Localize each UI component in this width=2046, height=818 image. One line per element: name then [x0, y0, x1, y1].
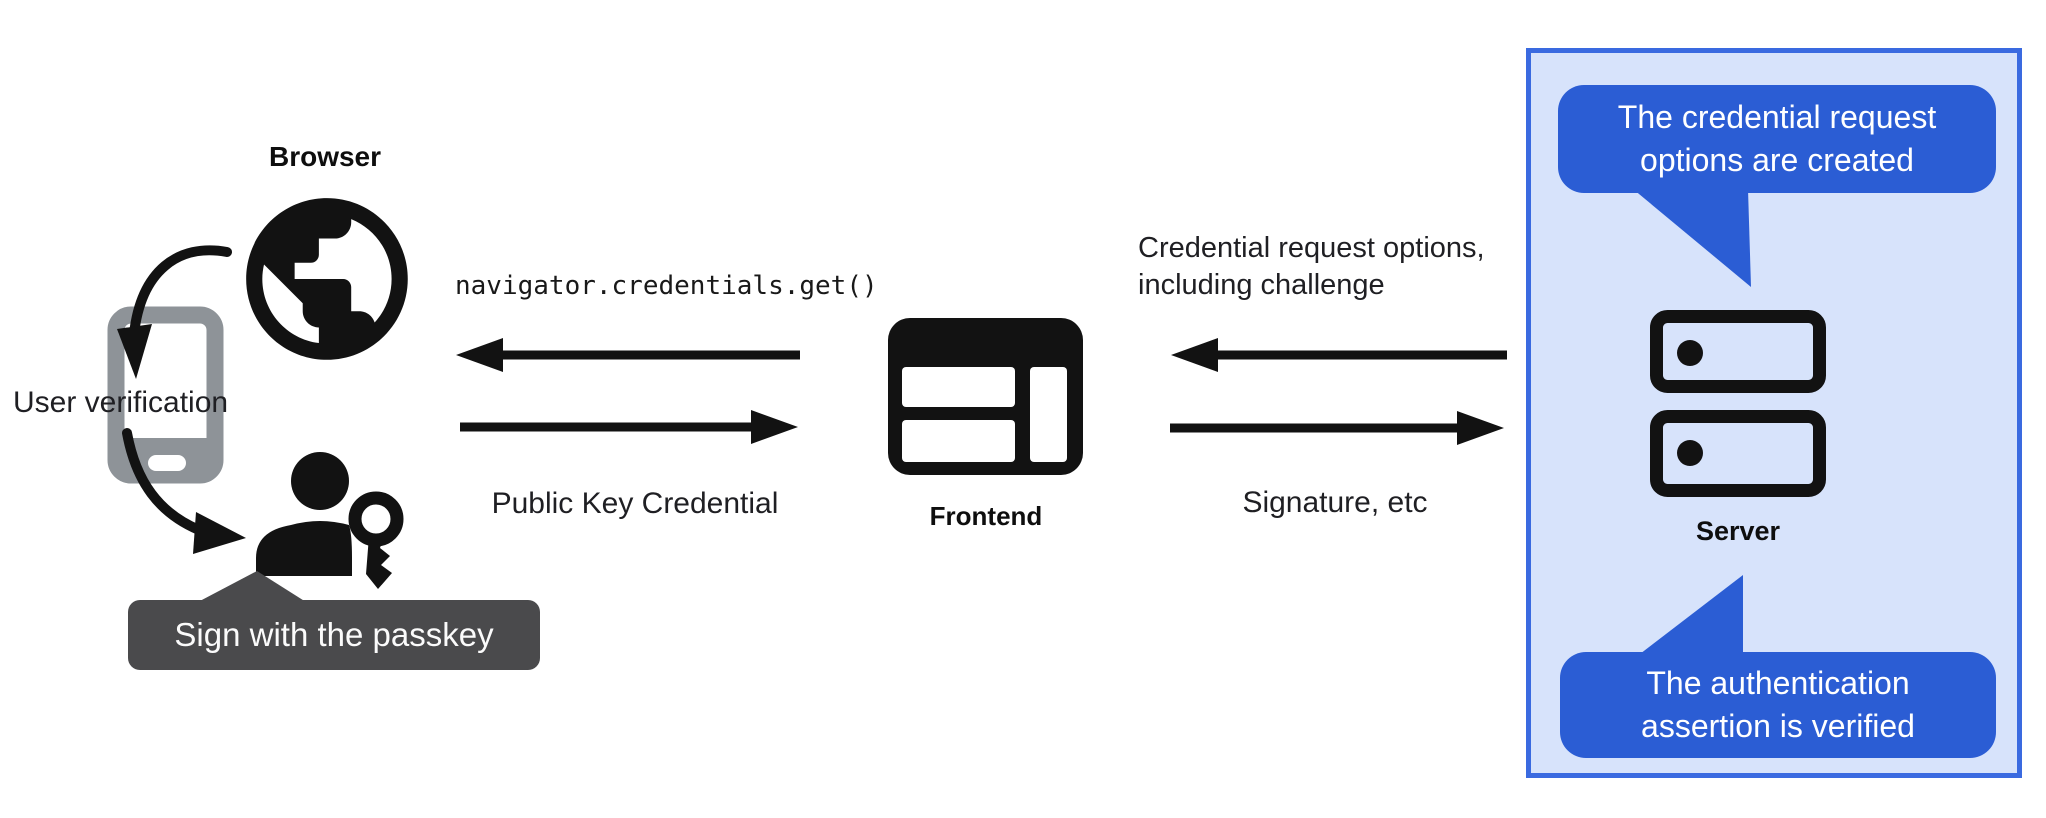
- frontend-label: Frontend: [929, 501, 1043, 531]
- server-label: Server: [1695, 516, 1781, 546]
- sign-with-passkey-text: Sign with the passkey: [174, 616, 494, 653]
- browser-label: Browser: [268, 141, 382, 172]
- curved-arrow-phone-to-user: [122, 428, 246, 554]
- public-key-credential-label: Public Key Credential: [491, 487, 779, 520]
- sign-with-passkey-tooltip: Sign with the passkey: [128, 600, 540, 670]
- credential-options-created-callout: The credential request options are creat…: [1558, 85, 1996, 193]
- assertion-verified-text: The authentication assertion is verified: [1641, 665, 1915, 744]
- curved-arrow-browser-to-phone: [117, 245, 232, 379]
- person-with-passkey-icon: [256, 452, 404, 589]
- arrow-browser-to-frontend: [460, 410, 798, 444]
- api-call-label: navigator.credentials.get(): [455, 271, 878, 301]
- assertion-verified-callout: The authentication assertion is verified: [1560, 652, 1996, 758]
- top-callout-tail: [1633, 189, 1751, 287]
- globe-icon: [246, 198, 408, 360]
- credential-request-options-label: Credential request options, including ch…: [1138, 232, 1485, 301]
- arrow-frontend-to-server: [1170, 411, 1504, 445]
- signature-etc-label: Signature, etc: [1242, 486, 1428, 519]
- tooltip-pointer: [198, 571, 306, 602]
- arrow-frontend-to-browser: [456, 338, 800, 372]
- credential-options-created-text: The credential request options are creat…: [1617, 99, 1937, 178]
- server-stack-icon: [1650, 310, 1826, 497]
- user-verification-label: User verification: [13, 386, 229, 419]
- bottom-callout-tail: [1636, 575, 1743, 657]
- arrow-server-to-frontend: [1171, 338, 1507, 372]
- browser-window-icon: [888, 318, 1083, 475]
